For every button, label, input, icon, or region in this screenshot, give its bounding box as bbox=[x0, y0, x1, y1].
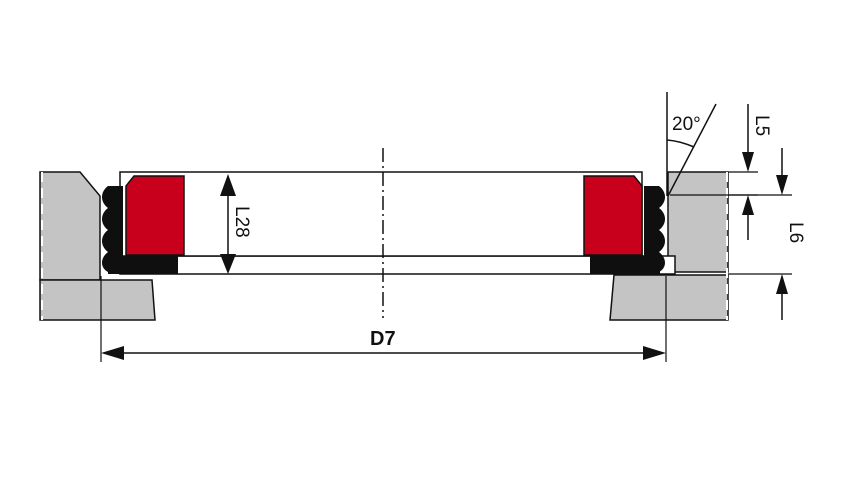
l28-arrowhead-top bbox=[220, 174, 236, 196]
d7-dimension: D7 bbox=[100, 276, 667, 362]
l6-label: L6 bbox=[785, 222, 806, 243]
housing-right-upper bbox=[667, 171, 729, 273]
l5-arrowhead-bottom bbox=[742, 195, 754, 215]
o-ring-right bbox=[644, 186, 665, 272]
red-seal-left bbox=[125, 175, 185, 256]
l6-arrowhead-top bbox=[776, 175, 788, 195]
housing-left-lower bbox=[39, 279, 156, 321]
l28-arrowhead-bottom bbox=[220, 254, 236, 274]
o-ring-left bbox=[102, 186, 123, 272]
housing-left-upper bbox=[39, 171, 101, 281]
l6-dimension: L6 bbox=[728, 148, 806, 320]
housing-right-lower bbox=[609, 274, 729, 321]
angle-slope-line bbox=[667, 103, 717, 197]
housing-left bbox=[39, 171, 156, 321]
l28-dimension: L28 bbox=[220, 174, 252, 274]
seal-left bbox=[102, 175, 185, 274]
angle-label: 20° bbox=[672, 114, 701, 135]
l5-label: L5 bbox=[751, 115, 772, 136]
backup-ring-left bbox=[108, 256, 178, 274]
backup-ring-right bbox=[590, 256, 660, 274]
d7-arrowhead-right bbox=[643, 346, 666, 360]
seal-body-outline bbox=[119, 171, 643, 257]
l28-label: L28 bbox=[231, 206, 252, 238]
red-seal-right bbox=[583, 175, 643, 256]
l6-arrowhead-bottom bbox=[776, 274, 788, 294]
seal-right bbox=[583, 175, 665, 274]
angle-annotation: 20° bbox=[666, 92, 717, 197]
angle-arc bbox=[666, 139, 695, 148]
d7-label: D7 bbox=[370, 328, 396, 350]
l5-arrowhead-top bbox=[742, 152, 754, 172]
d7-arrowhead-left bbox=[101, 346, 124, 360]
